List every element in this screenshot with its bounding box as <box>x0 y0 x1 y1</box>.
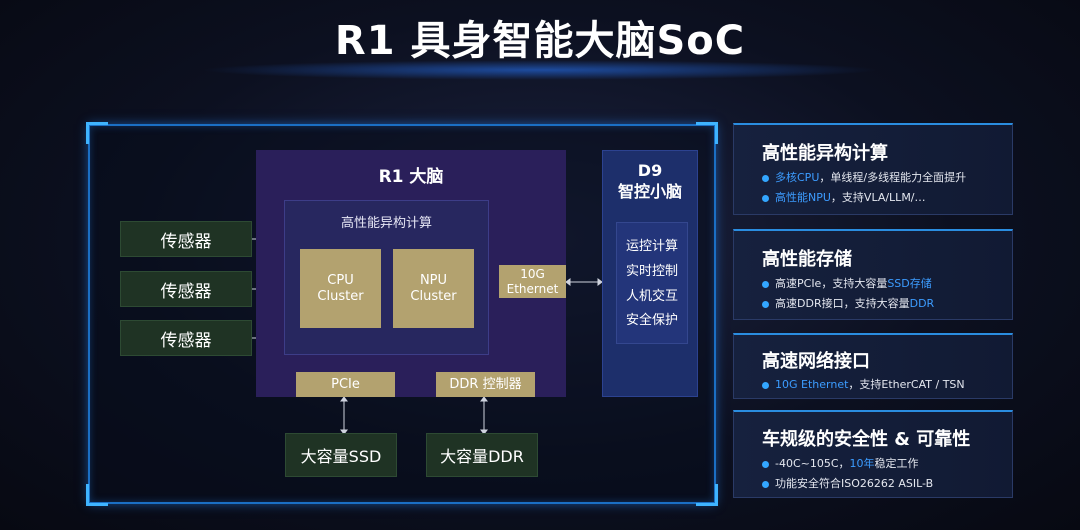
panel-compute: 高性能异构计算 多核CPU，单线程/多线程能力全面提升 高性能NPU，支持VLA… <box>733 123 1013 215</box>
cpu-cluster: CPU Cluster <box>300 249 381 328</box>
npu-cluster: NPU Cluster <box>393 249 474 328</box>
bullet-icon <box>762 280 769 288</box>
bullet-icon <box>762 174 769 182</box>
d9-function: 运控计算 <box>625 239 678 254</box>
item-text: 稳定工作 <box>874 457 919 470</box>
d9-label: D9 智控小脑 <box>617 161 682 201</box>
ssd-block: 大容量SSD <box>285 433 397 477</box>
frame-corner-bl <box>86 484 108 506</box>
compute-label: 高性能异构计算 <box>340 216 432 231</box>
panel-item: 功能安全符合ISO26262 ASIL-B <box>762 475 933 491</box>
ddr-block: 大容量DDR <box>426 433 538 477</box>
pcie-ssd-arrow <box>340 397 348 434</box>
panel-title: 高性能存储 <box>762 249 852 270</box>
frame-corner-tl <box>86 122 108 144</box>
item-text: 功能安全符合ISO26262 ASIL-B <box>775 477 934 490</box>
panel-title: 高速网络接口 <box>762 351 870 372</box>
r1-brain-label: R1 大脑 <box>378 167 444 187</box>
item-highlight: 多核CPU <box>775 171 820 184</box>
frame-corner-tr <box>696 122 718 144</box>
panel-safety: 车规级的安全性 & 可靠性 -40C~105C，10年稳定工作 功能安全符合IS… <box>733 410 1013 498</box>
item-text: 高速PCIe，支持大容量 <box>775 277 888 290</box>
sensor-box: 传感器 <box>120 221 252 257</box>
d9-function-box <box>616 222 688 344</box>
item-text: -40C~105C， <box>775 457 850 470</box>
ddr-arrow <box>480 397 488 434</box>
d9-function: 人机交互 <box>625 289 678 304</box>
panel-title: 高性能异构计算 <box>762 143 888 164</box>
bullet-icon <box>762 194 769 202</box>
item-text: ，支持VLA/LLM/… <box>830 191 926 204</box>
panel-title: 车规级的安全性 & 可靠性 <box>762 429 971 450</box>
item-text: ，支持EtherCAT / TSN <box>848 378 965 391</box>
item-highlight: DDR <box>909 297 935 310</box>
bullet-icon <box>762 460 769 468</box>
d9-function: 实时控制 <box>625 264 678 279</box>
panel-item: 高速DDR接口，支持大容量DDR <box>762 295 934 311</box>
panel-item: 10G Ethernet，支持EtherCAT / TSN <box>762 376 965 392</box>
bullet-icon <box>762 300 769 308</box>
pcie-block: PCIe <box>296 372 395 397</box>
sensor-box: 传感器 <box>120 320 252 356</box>
panel-item: 高速PCIe，支持大容量SSD存储 <box>762 275 932 291</box>
title-glow <box>200 60 880 80</box>
panel-storage: 高性能存储 高速PCIe，支持大容量SSD存储 高速DDR接口，支持大容量DDR <box>733 229 1013 320</box>
item-text: ，单线程/多线程能力全面提升 <box>819 171 967 184</box>
bullet-icon <box>762 480 769 488</box>
d9-function: 安全保护 <box>625 313 678 328</box>
item-text: 高速DDR接口，支持大容量 <box>775 297 910 310</box>
ethernet-block: 10G Ethernet <box>499 265 566 298</box>
item-highlight: 10年 <box>849 457 875 470</box>
panel-item: 高性能NPU，支持VLA/LLM/… <box>762 189 926 205</box>
bullet-icon <box>762 381 769 389</box>
panel-item: 多核CPU，单线程/多线程能力全面提升 <box>762 169 966 185</box>
panel-item: -40C~105C，10年稳定工作 <box>762 455 919 471</box>
ddr-controller-block: DDR 控制器 <box>436 372 535 397</box>
panel-network: 高速网络接口 10G Ethernet，支持EtherCAT / TSN <box>733 333 1013 399</box>
item-highlight: 10G Ethernet <box>775 378 849 391</box>
ethernet-d9-arrow <box>566 278 602 286</box>
item-highlight: SSD存储 <box>887 277 932 290</box>
sensor-box: 传感器 <box>120 271 252 307</box>
frame-corner-br <box>696 484 718 506</box>
page-title: R1 具身智能大脑SoC <box>334 18 746 64</box>
item-highlight: 高性能NPU <box>775 191 831 204</box>
